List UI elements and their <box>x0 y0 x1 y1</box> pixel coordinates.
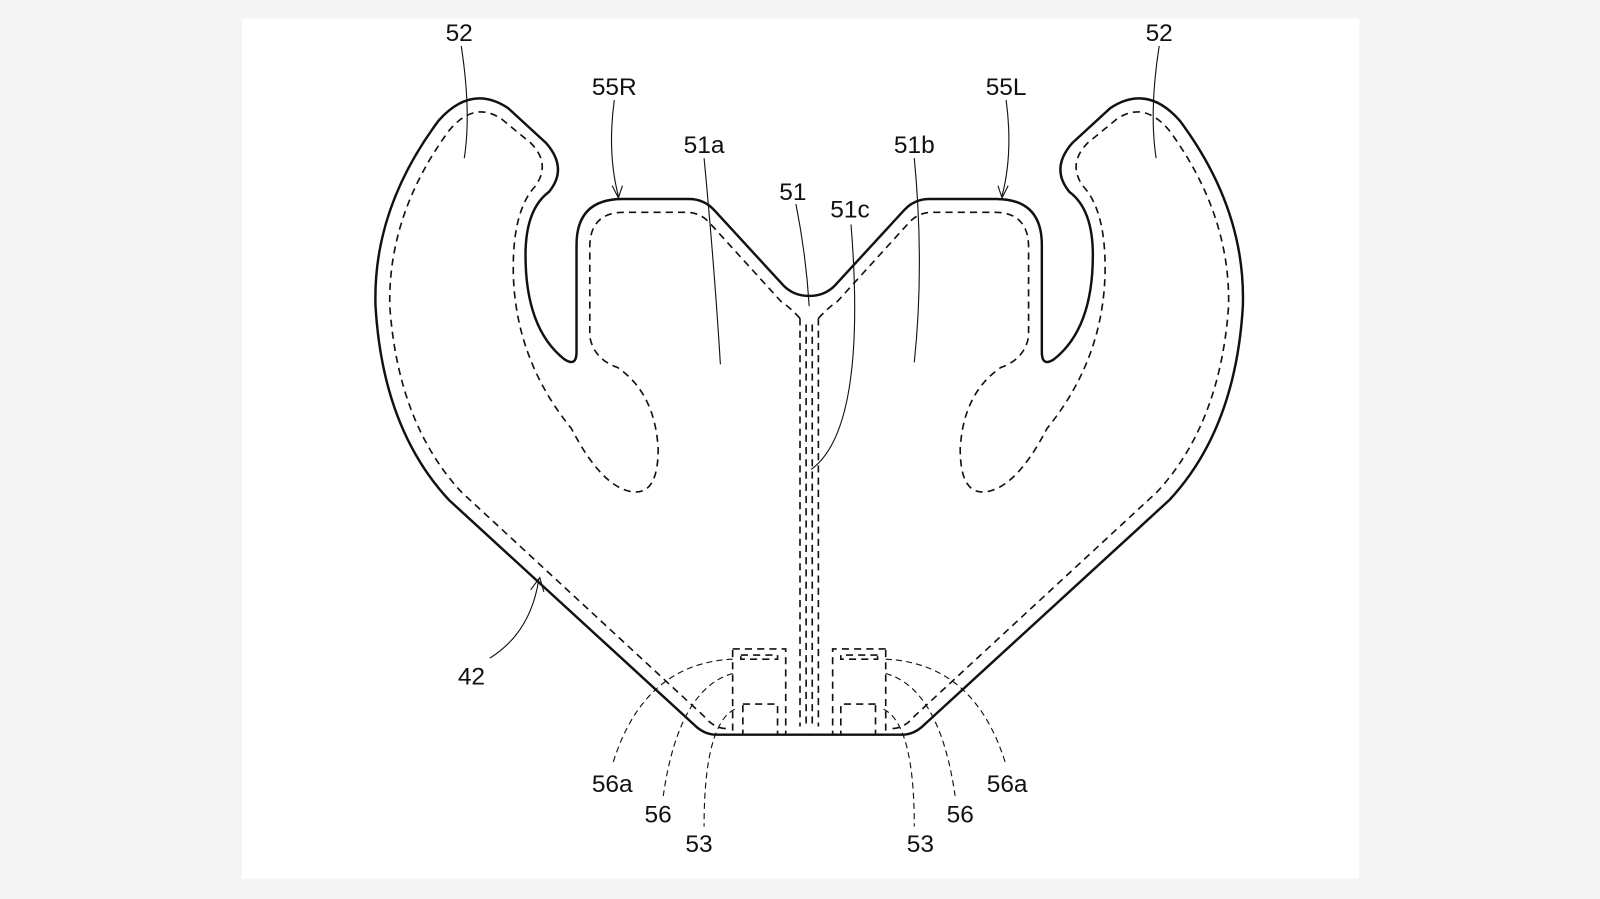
leader-52-left <box>460 45 468 159</box>
arrow-42 <box>530 576 545 593</box>
leader-51 <box>795 203 810 307</box>
label-53-left: 53 <box>685 831 712 858</box>
vent-box <box>731 648 787 736</box>
outer-outline <box>374 97 811 736</box>
leader-52-right <box>1152 45 1160 159</box>
center-seam <box>799 318 807 727</box>
label-56-right: 56 <box>947 801 974 828</box>
vent-inner <box>742 703 779 736</box>
seam-line <box>388 111 801 730</box>
label-51c: 51c <box>830 196 869 223</box>
arrow-55L <box>997 185 1009 200</box>
label-52-right: 52 <box>1146 20 1173 47</box>
arrow-55R <box>611 185 623 200</box>
label-51: 51 <box>779 179 806 206</box>
left-half <box>374 97 811 827</box>
label-51a: 51a <box>684 132 725 159</box>
leader-51c <box>810 224 856 470</box>
label-56-left: 56 <box>645 801 672 828</box>
label-53-right: 53 <box>907 831 934 858</box>
label-55R: 55R <box>592 74 637 101</box>
leader-56 <box>662 672 733 797</box>
label-42: 42 <box>458 664 485 691</box>
leader-51b <box>913 158 920 363</box>
label-51b: 51b <box>894 132 935 159</box>
leader-53 <box>703 708 735 827</box>
leader-55R <box>610 99 619 197</box>
leader-56a <box>611 658 733 766</box>
vent-slot <box>740 654 779 661</box>
leader-55L <box>1001 99 1010 197</box>
label-55L: 55L <box>986 74 1027 101</box>
leader-51a <box>703 158 721 365</box>
drawing-sheet <box>241 18 1360 879</box>
leader-42 <box>489 579 540 659</box>
label-56a-left: 56a <box>592 771 633 798</box>
label-56a-right: 56a <box>987 771 1028 798</box>
label-52-left: 52 <box>446 20 473 47</box>
